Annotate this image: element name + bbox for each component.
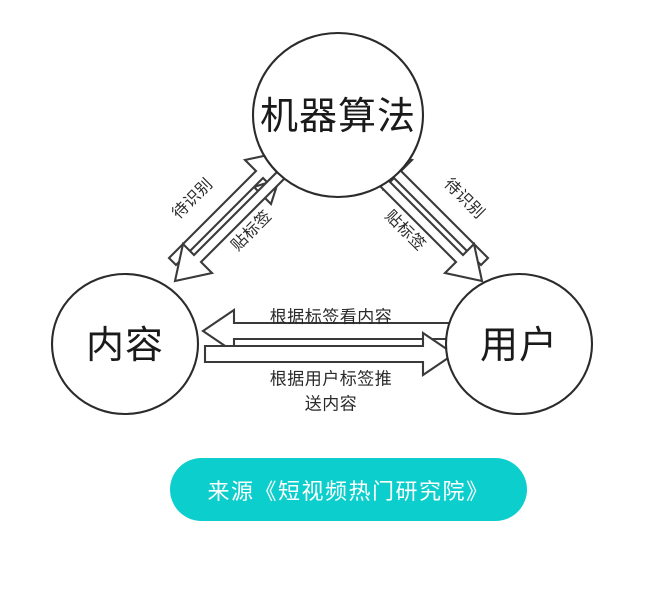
arrow-body-algorithm-to-content: [173, 166, 290, 283]
edge-algorithm-to-user: [367, 166, 484, 283]
node-user-label: 用户: [480, 325, 558, 367]
node-content-label: 内容: [86, 325, 164, 367]
node-user[interactable]: 用户: [444, 272, 594, 416]
edge-label-content-to-user-line2: 送内容: [305, 395, 358, 414]
edge-label-content-to-user-line1: 根据用户标签推: [270, 370, 393, 389]
node-algorithm-circle: [251, 31, 425, 199]
node-algorithm-label: 机器算法: [260, 96, 416, 138]
edge-label-user-to-content: 根据标签看内容: [270, 308, 393, 327]
edge-label-content-to-algorithm: 待识别: [169, 175, 217, 223]
edge-user-to-content: [201, 308, 454, 354]
node-content[interactable]: 内容: [50, 272, 200, 416]
source-banner: 来源《短视频热门研究院》: [170, 458, 527, 521]
edge-label-user-to-algorithm: 待识别: [440, 175, 488, 223]
edge-algorithm-to-content: [173, 166, 290, 283]
arrow-body-content-to-user: [203, 331, 456, 377]
arrow-body-user-to-content: [201, 308, 454, 354]
edge-content-to-user: [203, 331, 456, 377]
arrow-body-algorithm-to-user: [367, 166, 484, 283]
node-user-circle: [444, 272, 594, 416]
node-algorithm[interactable]: 机器算法: [251, 31, 425, 199]
source-banner-text: 来源《短视频热门研究院》: [207, 478, 490, 504]
node-content-circle: [50, 272, 200, 416]
